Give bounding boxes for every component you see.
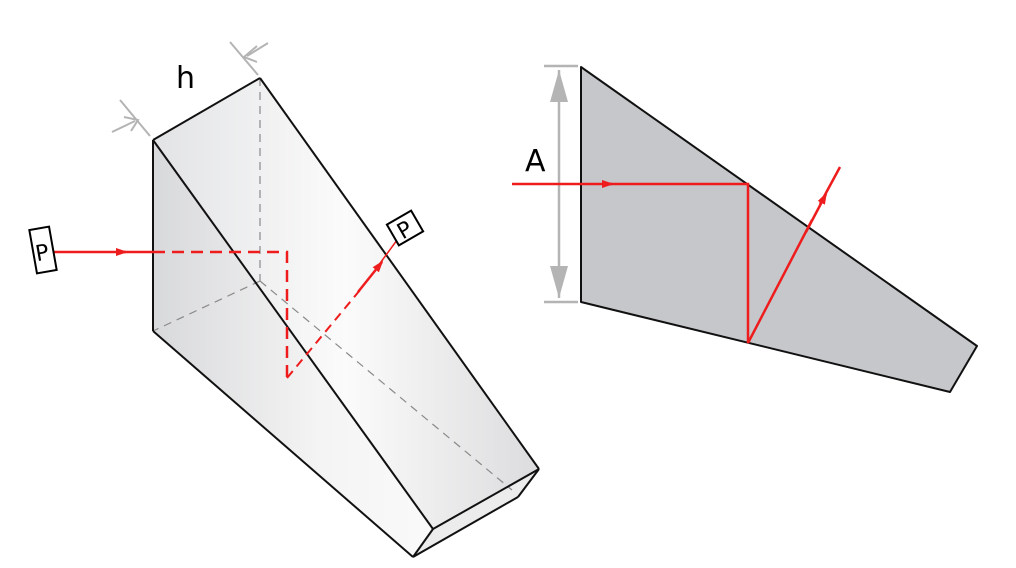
input-image-label: P (34, 240, 51, 267)
prism-end-face (413, 469, 539, 557)
aperture-label: A (525, 144, 546, 179)
beam-section (512, 166, 842, 344)
beam-3d (48, 235, 401, 379)
prism-section (580, 66, 978, 393)
output-image-marker: P (385, 209, 425, 247)
hidden-edges (152, 78, 513, 491)
height-label: h (176, 61, 195, 96)
visible-edges (152, 77, 540, 558)
height-dimension (111, 41, 269, 137)
prism-side-face (153, 140, 433, 557)
prism-hypotenuse-face (153, 78, 539, 529)
input-image-marker: P (28, 225, 58, 275)
prism-3d-view: h P P (28, 41, 540, 558)
prism-section-view: A (512, 64, 978, 393)
